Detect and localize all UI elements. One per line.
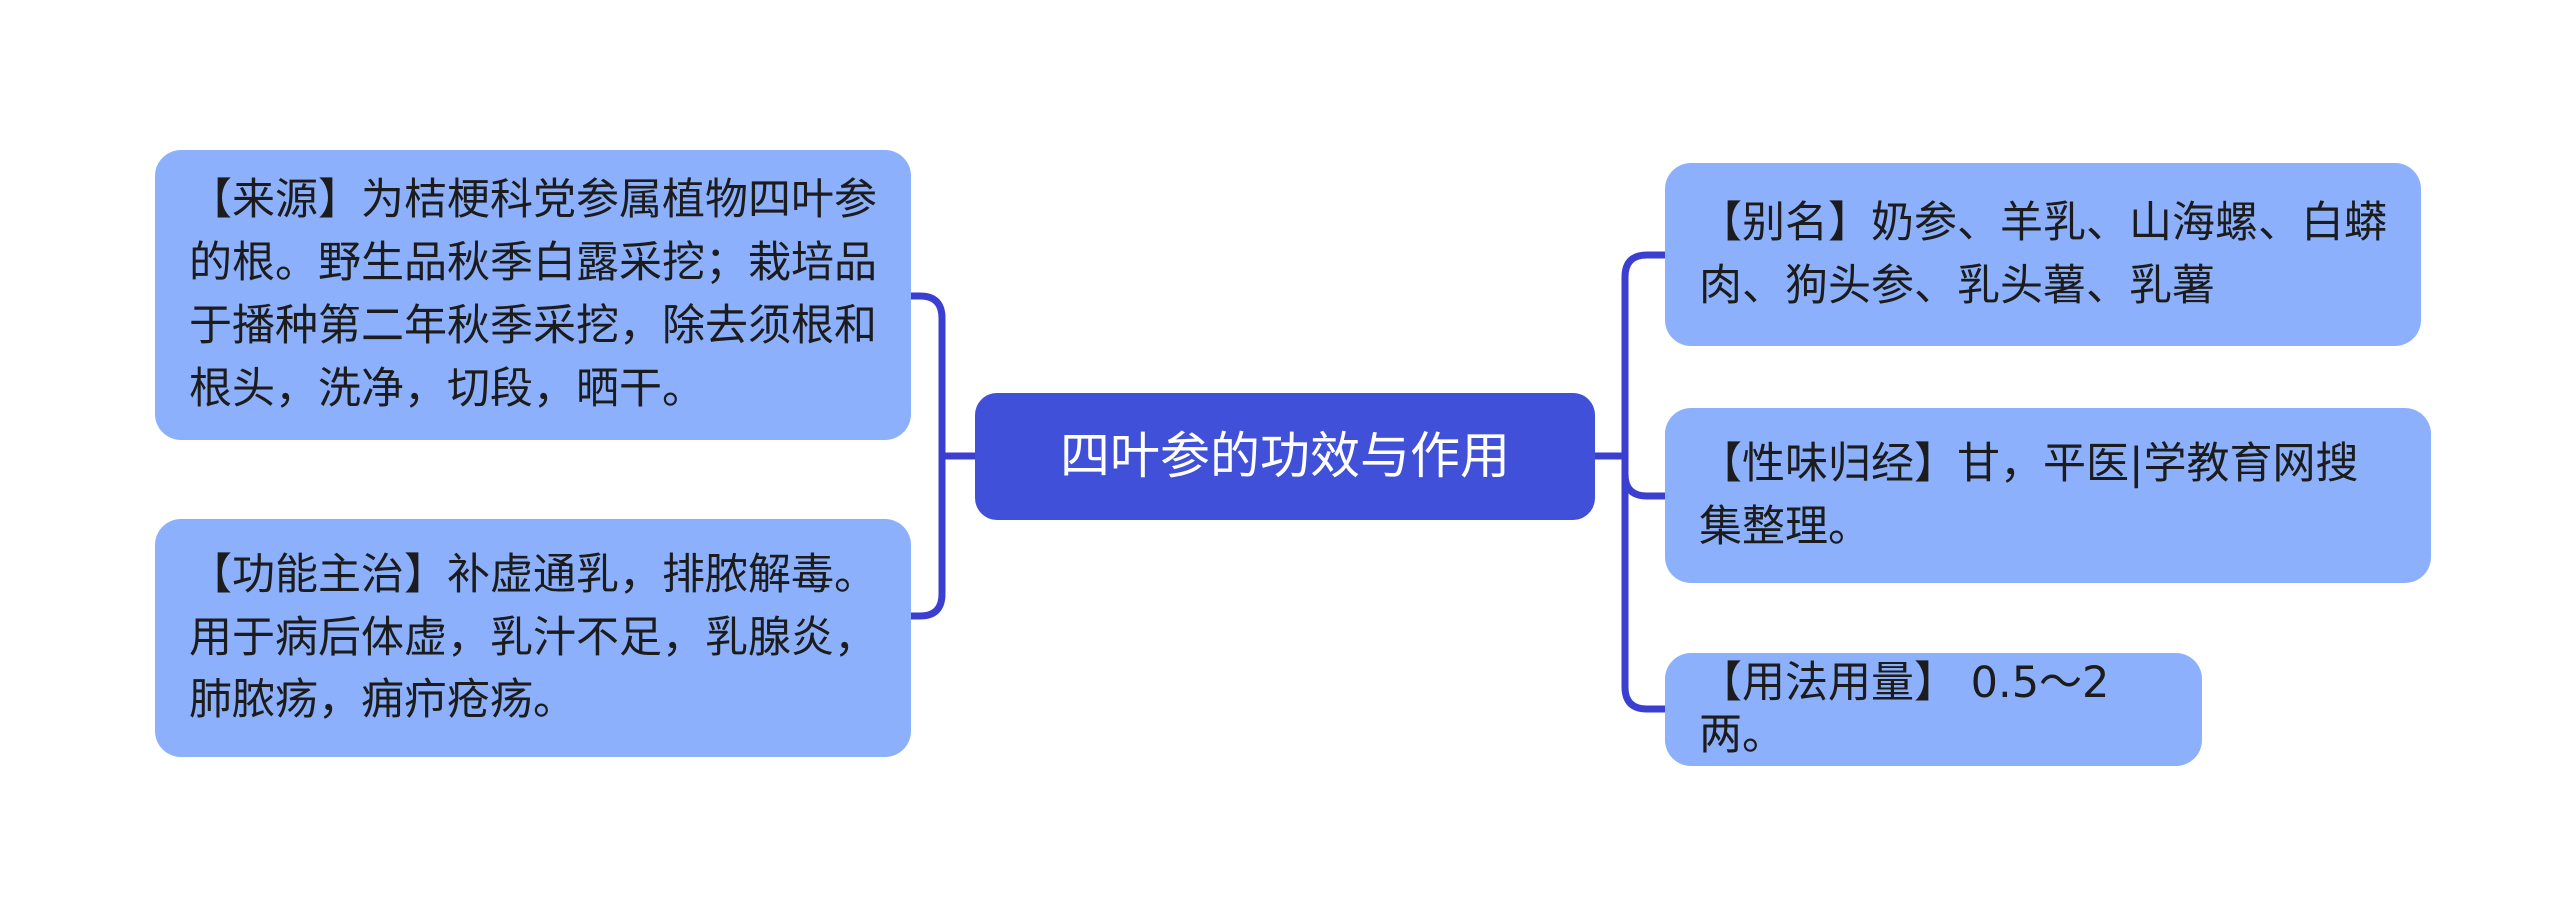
branch-node-nature-label: 【性味归经】甘，平医|学教育网搜集整理。 xyxy=(1699,438,2359,552)
branch-node-indications-label: 【功能主治】补虚通乳，排脓解毒。用于病后体虚，乳汁不足，乳腺炎，肺脓疡，痈疖疮疡… xyxy=(189,549,877,726)
branch-node-dosage[interactable]: 【用法用量】 0.5～2两。 xyxy=(1665,653,2202,766)
root-node[interactable]: 四叶参的功效与作用 xyxy=(975,393,1595,520)
branch-node-indications[interactable]: 【功能主治】补虚通乳，排脓解毒。用于病后体虚，乳汁不足，乳腺炎，肺脓疡，痈疖疮疡… xyxy=(155,519,911,757)
branch-node-source[interactable]: 【来源】为桔梗科党参属植物四叶参的根。野生品秋季白露采挖；栽培品于播种第二年秋季… xyxy=(155,150,911,440)
connector-left-branch-source xyxy=(911,292,946,319)
branch-node-dosage-label: 【用法用量】 0.5～2两。 xyxy=(1699,657,2110,760)
connector-right-branch-dosage xyxy=(1621,686,1665,713)
branch-node-nature[interactable]: 【性味归经】甘，平医|学教育网搜集整理。 xyxy=(1665,408,2431,583)
branch-node-aliases[interactable]: 【别名】奶参、羊乳、山海螺、白蟒肉、狗头参、乳头薯、乳薯 xyxy=(1665,163,2421,346)
connector-right-branch-nature xyxy=(1621,473,1665,500)
connector-right-branch-aliases xyxy=(1621,251,1665,278)
root-node-label: 四叶参的功效与作用 xyxy=(1060,426,1510,485)
branch-node-aliases-label: 【别名】奶参、羊乳、山海螺、白蟒肉、狗头参、乳头薯、乳薯 xyxy=(1699,197,2387,311)
connector-left-branch-indications xyxy=(911,593,946,620)
branch-node-source-label: 【来源】为桔梗科党参属植物四叶参的根。野生品秋季白露采挖；栽培品于播种第二年秋季… xyxy=(189,175,877,414)
